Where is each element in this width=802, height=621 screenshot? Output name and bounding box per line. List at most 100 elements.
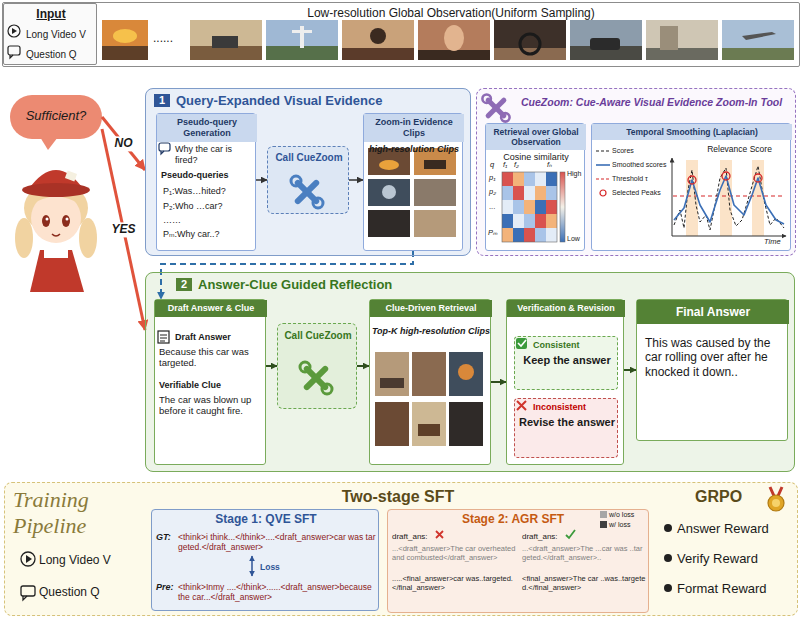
process-box: Clue-Driven RetrievalTop-K high-resoluti… bbox=[369, 299, 491, 465]
medal-icon bbox=[768, 487, 784, 511]
mascot-figure bbox=[79, 218, 97, 258]
input-icons bbox=[21, 586, 35, 596]
connector bbox=[349, 179, 363, 181]
input-icons bbox=[23, 596, 27, 600]
node-text: .....<final_answer>car was..targeted.</f… bbox=[392, 574, 516, 592]
input-icons bbox=[8, 46, 20, 55]
clip-thumbnails bbox=[414, 179, 456, 206]
reward-bullets bbox=[664, 554, 672, 562]
video-frames bbox=[590, 38, 620, 50]
relevance-plot bbox=[672, 236, 786, 237]
clip-thumbnails bbox=[449, 402, 483, 446]
legend-sample bbox=[596, 164, 610, 166]
node-fill bbox=[151, 509, 379, 611]
node-fill bbox=[514, 398, 618, 458]
training-panel: Training PipelineTwo-stage SFTGRPOLong V… bbox=[4, 482, 798, 616]
video-frames bbox=[292, 30, 312, 33]
axis-label: ...... bbox=[153, 32, 173, 45]
node-text: Long Video V bbox=[39, 553, 139, 567]
box-header: Temporal Smoothing (Laplacian) bbox=[592, 124, 792, 140]
node-text: Because this car was targeted. bbox=[159, 346, 263, 369]
mascot-figure bbox=[22, 183, 90, 197]
input-icons bbox=[26, 555, 32, 563]
loss-arrow bbox=[251, 556, 253, 576]
node-text: …… bbox=[163, 215, 255, 226]
legend-text: Selected Peaks bbox=[612, 189, 661, 197]
similarity-heatmap bbox=[513, 214, 524, 228]
legend-item: Threshold τ bbox=[596, 175, 648, 183]
panel-title: GRPO bbox=[695, 487, 755, 506]
stage-panel: 1Query-Expanded Visual EvidencePseudo-qu… bbox=[145, 88, 471, 256]
legend-item: w/ loss bbox=[600, 521, 630, 529]
box-title: Input bbox=[4, 7, 98, 21]
node-fill bbox=[506, 299, 624, 465]
axis-label: f₁ bbox=[503, 161, 507, 169]
video-frames bbox=[190, 20, 262, 60]
legend-sample bbox=[596, 161, 610, 169]
tool-icon bbox=[291, 176, 323, 208]
node-fill bbox=[267, 146, 349, 214]
process-box: Temporal Smoothing (Laplacian) Relevance … bbox=[591, 123, 791, 251]
mascot-figure bbox=[42, 215, 50, 227]
similarity-heatmap bbox=[502, 228, 513, 242]
legend-item: Scores bbox=[596, 147, 634, 155]
box-header: Verification & Revision bbox=[507, 300, 625, 317]
connector bbox=[491, 381, 506, 383]
box-header: Draft Answer & Clue bbox=[155, 300, 267, 317]
input-icons bbox=[12, 28, 17, 34]
axis-label: f₂ bbox=[514, 161, 519, 169]
node-text: Pre: bbox=[156, 582, 178, 593]
mascot-figure bbox=[44, 248, 68, 258]
legend-item: Selected Peaks bbox=[596, 189, 661, 197]
node-text: draft_ans: bbox=[392, 532, 437, 542]
box-icons bbox=[158, 331, 169, 343]
loss-arrow bbox=[252, 556, 253, 576]
panel-title: Answer-Clue Guided Reflection bbox=[198, 277, 598, 293]
node-text: Pseudo-queries bbox=[161, 170, 253, 181]
similarity-heatmap bbox=[535, 228, 546, 242]
tool-icon bbox=[294, 179, 321, 206]
axis-label: Time bbox=[764, 238, 781, 246]
clip-thumbnails bbox=[449, 352, 483, 396]
connector bbox=[624, 369, 636, 371]
box-icons bbox=[160, 335, 167, 341]
similarity-heatmap bbox=[546, 200, 557, 214]
video-frames bbox=[190, 46, 262, 60]
mascot-figure bbox=[46, 218, 49, 221]
box-icons bbox=[158, 143, 575, 538]
relevance-plot bbox=[754, 174, 762, 182]
connector bbox=[256, 179, 267, 181]
video-frames bbox=[266, 20, 338, 60]
legend-text: w/o loss bbox=[609, 511, 634, 519]
similarity-heatmap bbox=[560, 172, 565, 242]
clip-thumbnails bbox=[418, 424, 440, 436]
video-frames bbox=[444, 25, 464, 51]
node-text: Draft Answer bbox=[175, 332, 265, 343]
legend-sample bbox=[600, 190, 606, 196]
tool-icon bbox=[485, 97, 508, 120]
relevance-plot bbox=[720, 160, 732, 236]
video-frames bbox=[102, 46, 148, 60]
box-header: Zoom-in Evidence Clips bbox=[364, 114, 464, 142]
video-frames bbox=[418, 50, 490, 60]
relevance-plot bbox=[674, 176, 784, 224]
node-text: Revise the answer bbox=[515, 416, 619, 429]
clip-thumbnails bbox=[368, 148, 483, 446]
node-text: <final_answer>The car ..was..targeted.</… bbox=[522, 574, 646, 592]
clip-thumbnails bbox=[412, 352, 446, 396]
node-fill bbox=[10, 95, 102, 139]
process-box: Zoom-in Evidence Clipshigh-resolution Cl… bbox=[363, 113, 463, 251]
node-text: Keep the answer bbox=[515, 354, 619, 367]
clip-thumbnails bbox=[368, 179, 410, 206]
box-icons bbox=[516, 338, 527, 349]
video-frames bbox=[722, 48, 794, 60]
video-frames bbox=[660, 26, 678, 50]
axis-title: Relevance Score bbox=[692, 144, 787, 154]
video-frames bbox=[520, 34, 540, 54]
tool-icon bbox=[313, 198, 323, 208]
box-title: Stage 2: AGR SFT bbox=[438, 512, 588, 526]
similarity-heatmap bbox=[524, 228, 535, 242]
node-text: Format Reward bbox=[677, 581, 792, 597]
node-fill bbox=[145, 272, 795, 472]
axis-label: Pₘ bbox=[488, 229, 498, 237]
